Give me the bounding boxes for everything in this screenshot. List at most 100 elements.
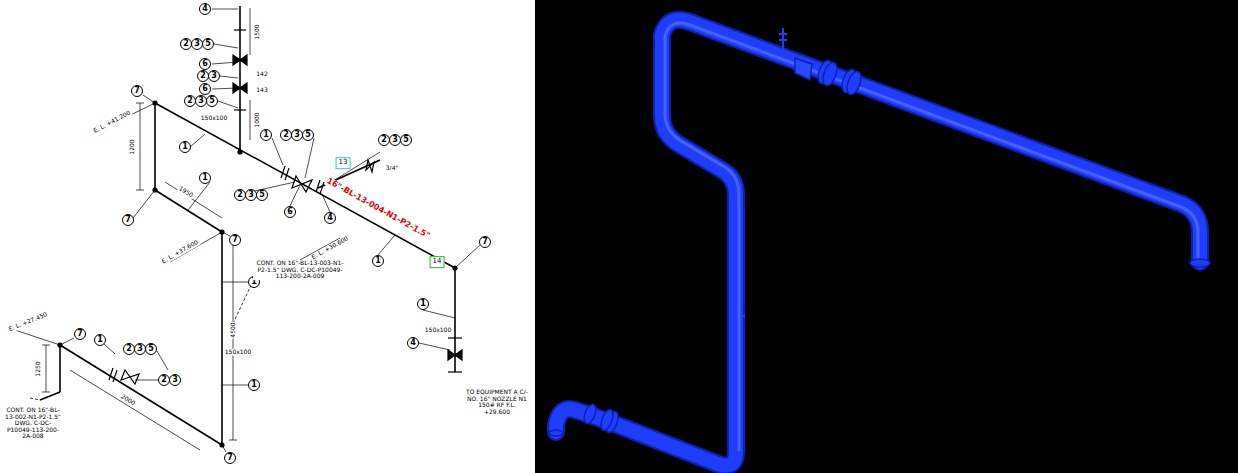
dimension-text: 1250	[35, 360, 42, 377]
dimension-text: 1200	[129, 138, 136, 155]
callout-number: 3	[198, 97, 204, 105]
callout-number: 3	[392, 136, 398, 144]
callout-number: 3	[137, 345, 143, 353]
render-background	[535, 0, 1238, 473]
dimension-text: 143	[255, 87, 268, 94]
callout-balloon: 5	[202, 38, 214, 50]
callout-balloon: 3	[169, 374, 181, 386]
callout-number: 7	[134, 87, 140, 95]
callout-number: 7	[482, 238, 488, 246]
callout-number: 3	[211, 72, 217, 80]
dimension-text: 3/4"	[385, 165, 399, 172]
dimension-text: 4500	[230, 321, 237, 338]
continuation-note: CONT. ON 16"-BL-13-003-N1-P2-1.5" DWG. C…	[253, 260, 347, 280]
render-flanges	[549, 28, 1210, 436]
dimension-text: E. L. +37.600	[160, 238, 200, 265]
callout-leaders	[60, 9, 480, 452]
pipe-lines	[40, 6, 455, 445]
callout-number: 2	[200, 72, 206, 80]
callout-balloon: 4	[324, 212, 336, 224]
dimension-text: 150x100	[200, 115, 228, 122]
callout-number: 4	[327, 214, 333, 222]
callout-balloon: 7	[74, 328, 86, 340]
callout-number: 7	[125, 216, 131, 224]
callout-balloon: 4	[407, 337, 419, 349]
dimension-text: 150x100	[424, 327, 452, 334]
callout-balloon: 5	[145, 343, 157, 355]
callout-balloon: 1	[248, 379, 260, 391]
dimension-text: 150x100	[224, 349, 252, 356]
callout-number: 5	[403, 136, 409, 144]
callout-balloon: 1	[417, 298, 429, 310]
callout-balloon: 1	[260, 129, 272, 141]
callout-balloon: 1	[372, 255, 384, 267]
callout-number: 2	[161, 376, 167, 384]
callout-balloon: 5	[256, 189, 268, 201]
callout-balloon: 6	[199, 83, 211, 95]
callout-number: 2	[283, 131, 289, 139]
callout-number: 4	[202, 5, 208, 13]
line-number: 16"-BL-13-004-N1-P2-1.5"	[324, 176, 432, 241]
callout-balloon: 6	[284, 206, 296, 218]
dimension-text: E. L. +30.600	[310, 235, 351, 262]
callout-balloon: 5	[302, 129, 314, 141]
callout-number: 1	[182, 143, 188, 151]
callout-number: 1	[420, 300, 426, 308]
callout-balloon: 4	[199, 3, 211, 15]
dimension-text: 142	[255, 71, 268, 78]
callout-balloon: 7	[224, 452, 236, 464]
callout-number: 1	[263, 131, 269, 139]
callout-number: 2	[381, 136, 387, 144]
callout-number: 1	[375, 257, 381, 265]
callout-number: 3	[294, 131, 300, 139]
continuation-note: CONT. ON 16"-BL-13-002-N1-P2-1.5" DWG. C…	[2, 407, 64, 440]
callout-number: 6	[202, 60, 208, 68]
dimension-text: E. L. +41.200	[92, 109, 133, 135]
callout-number: 3	[194, 40, 200, 48]
callout-balloon: 5	[400, 134, 412, 146]
callout-balloon: 6	[199, 58, 211, 70]
callout-balloon: 7	[131, 85, 143, 97]
callout-balloon: 7	[479, 236, 491, 248]
callout-balloon: 5	[206, 95, 218, 107]
dimension-lines	[15, 8, 340, 450]
callout-number: 4	[410, 339, 416, 347]
callout-balloon: 7	[229, 234, 241, 246]
callout-balloon: 1	[199, 172, 211, 184]
callout-number: 1	[97, 336, 103, 344]
marker-tag: 13	[336, 157, 351, 169]
callout-balloon: 7	[122, 214, 134, 226]
callout-number: 2	[183, 40, 189, 48]
callout-number: 1	[251, 381, 257, 389]
callout-number: 2	[187, 97, 193, 105]
callout-number: 6	[287, 208, 293, 216]
continuation-leaders	[30, 262, 262, 400]
dimension-text: 1000	[254, 111, 261, 128]
callout-number: 5	[205, 40, 211, 48]
callout-number: 2	[126, 345, 132, 353]
continuation-note: TO EQUIPMENT A C/- NO. 16" NOZZLE N1 150…	[464, 389, 530, 415]
callout-number: 7	[77, 330, 83, 338]
pipe-render	[556, 20, 1200, 466]
callout-number: 6	[202, 85, 208, 93]
callout-balloon: 1	[179, 141, 191, 153]
callout-number: 7	[232, 236, 238, 244]
callout-number: 3	[172, 376, 178, 384]
callout-number: 5	[209, 97, 215, 105]
callout-number: 2	[237, 191, 243, 199]
dimension-text: 1950	[177, 185, 195, 200]
dimension-text: 2000	[119, 393, 137, 408]
callout-balloon: 3	[208, 70, 220, 82]
dimension-text: 1500	[254, 23, 261, 40]
callout-number: 5	[148, 345, 154, 353]
callout-number: 5	[259, 191, 265, 199]
marker-tag: 14	[430, 256, 445, 268]
callout-number: 3	[248, 191, 254, 199]
dimension-text: E. L. +27.450	[7, 311, 49, 333]
callout-number: 5	[305, 131, 311, 139]
callout-balloon: 1	[94, 334, 106, 346]
callout-number: 7	[227, 454, 233, 462]
callout-number: 1	[202, 174, 208, 182]
